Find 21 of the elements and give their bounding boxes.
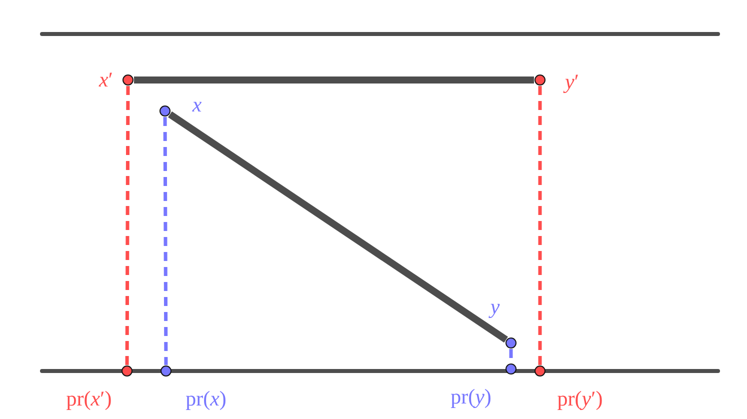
point-label: pr(y) bbox=[450, 386, 492, 408]
point-marker bbox=[506, 364, 516, 374]
point-label: pr(x′) bbox=[66, 388, 112, 410]
point-marker bbox=[534, 74, 546, 86]
point-label: x′ bbox=[99, 70, 113, 90]
projection-line bbox=[163, 117, 168, 365]
projection-line bbox=[538, 86, 542, 365]
point-label: y bbox=[490, 296, 500, 318]
line-segment bbox=[134, 76, 534, 84]
line-segment bbox=[168, 111, 508, 343]
point-marker bbox=[506, 338, 516, 348]
point-marker bbox=[160, 106, 170, 116]
projection-line bbox=[125, 86, 130, 365]
point-marker bbox=[160, 366, 172, 376]
point-label: pr(y′) bbox=[557, 388, 603, 410]
point-label: x bbox=[192, 94, 202, 116]
point-marker bbox=[534, 366, 546, 376]
point-label: y′ bbox=[565, 72, 579, 92]
point-marker bbox=[122, 366, 132, 376]
point-marker bbox=[122, 74, 134, 86]
point-label: pr(x) bbox=[186, 388, 226, 410]
